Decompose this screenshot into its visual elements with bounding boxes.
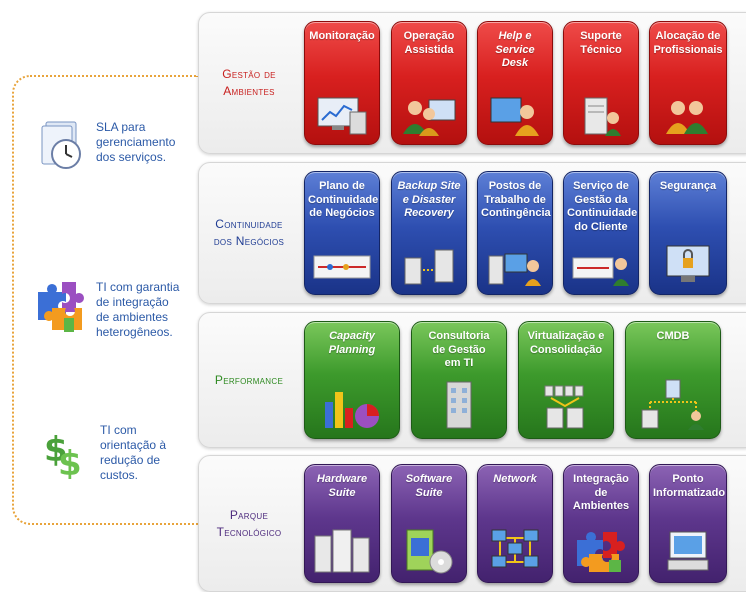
- card-hardware-suite[interactable]: Hardware Suite: [304, 464, 380, 583]
- service-bracket: [12, 75, 198, 525]
- card-title: Backup Site e Disaster Recovery: [397, 180, 461, 219]
- monitor-chart-icon: [317, 97, 367, 135]
- card-title: Ponto Informatizado: [653, 473, 726, 499]
- card-title: Operação Assistida: [403, 30, 455, 56]
- card-title: Suporte Técnico: [580, 30, 622, 56]
- card-title: Consultoria de Gestão em TI: [428, 330, 490, 369]
- svg-text:$: $: [44, 430, 68, 470]
- secure-monitor-icon: [666, 245, 710, 282]
- card-title: Network: [493, 473, 537, 485]
- card-title: Integração de Ambientes: [572, 473, 630, 512]
- side-text-sla: SLA para gerenciamento dos serviços.: [96, 120, 176, 164]
- card-cmdb[interactable]: CMDB: [625, 321, 721, 439]
- tier-label-line: Performance: [214, 372, 284, 387]
- card-group: Plano de Continuidade de Negócios Backup…: [304, 171, 746, 295]
- card-title: Software Suite: [405, 473, 453, 499]
- card-title: Capacity Planning: [328, 330, 376, 356]
- card-title: Serviço de Gestão da Continuidade do Cli…: [567, 180, 638, 233]
- card-title: Monitoração: [309, 30, 375, 42]
- puzzle-pieces-icon: [34, 278, 90, 341]
- server-backup-icon: [404, 249, 454, 285]
- tier-gestao-ambientes: Gestão de Ambientes Monitoração Operação…: [198, 12, 746, 154]
- card-monitoracao[interactable]: Monitoração: [304, 21, 380, 145]
- card-title: Segurança: [659, 180, 717, 192]
- clock-document-icon: [40, 120, 86, 177]
- card-ponto-informatizado[interactable]: Ponto Informatizado: [649, 464, 727, 583]
- tier-label-line: Gestão de: [222, 67, 276, 81]
- tier-label: Continuidade dos Negócios: [199, 163, 299, 303]
- network-computers-icon: [491, 529, 539, 568]
- dollar-signs-icon: $ $: [44, 427, 88, 484]
- card-suporte-tecnico[interactable]: Suporte Técnico: [563, 21, 639, 145]
- server-user-icon: [584, 97, 621, 136]
- software-box-icon: [406, 529, 453, 574]
- terminal-icon: [667, 531, 709, 571]
- tier-parque-tecnologico: Parque Tecnológico Hardware Suite Softwa…: [198, 455, 746, 592]
- card-help-service-desk[interactable]: Help e Service Desk: [477, 21, 553, 145]
- tier-label-line: Tecnológico: [216, 524, 282, 539]
- building-tower-icon: [446, 381, 472, 429]
- tier-performance: Performance Capacity Planning Consultori…: [198, 312, 746, 448]
- people-computer-icon: [403, 99, 456, 136]
- card-group: Monitoração Operação Assistida Help e Se…: [304, 21, 746, 145]
- tier-continuidade-negocios: Continuidade dos Negócios Plano de Conti…: [198, 162, 746, 304]
- card-title: Alocação de Profissionais: [653, 30, 723, 56]
- side-item-integration: TI com garantia de integração de ambient…: [38, 280, 200, 342]
- side-item-sla: SLA para gerenciamento dos serviços.: [40, 120, 200, 180]
- tier-label: Parque Tecnológico: [199, 456, 299, 591]
- server-rack-icon: [314, 529, 370, 573]
- card-backup-site[interactable]: Backup Site e Disaster Recovery: [391, 171, 467, 295]
- card-seguranca[interactable]: Segurança: [649, 171, 727, 295]
- people-group-icon: [666, 101, 708, 134]
- card-virtualizacao[interactable]: Virtualização e Consolidação: [518, 321, 614, 439]
- tier-label-line: Parque: [229, 507, 269, 522]
- card-network[interactable]: Network: [477, 464, 553, 583]
- database-network-icon: [641, 379, 704, 430]
- card-group: Hardware Suite Software Suite Network: [304, 464, 746, 583]
- puzzle-icon: [577, 532, 625, 572]
- side-text-integration: TI com garantia de integração de ambient…: [96, 280, 180, 339]
- card-postos-trabalho[interactable]: Postos de Trabalho de Contingência: [477, 171, 553, 295]
- card-software-suite[interactable]: Software Suite: [391, 464, 467, 583]
- timeline-user-icon: [572, 257, 629, 286]
- tier-label: Performance: [199, 313, 299, 447]
- svg-text:$: $: [58, 444, 82, 479]
- card-title: Hardware Suite: [316, 473, 368, 499]
- card-title: Postos de Trabalho de Contingência: [481, 180, 551, 219]
- card-title: Help e Service Desk: [495, 30, 535, 69]
- timeline-board-icon: [313, 255, 371, 279]
- side-text-costs: TI com orientação à redução de custos.: [100, 423, 167, 482]
- virtual-servers-icon: [544, 385, 584, 429]
- card-capacity-planning[interactable]: Capacity Planning: [304, 321, 400, 439]
- tier-label: Gestão de Ambientes: [199, 13, 299, 153]
- card-title: Virtualização e Consolidação: [527, 330, 605, 356]
- card-servico-gestao-continuidade[interactable]: Serviço de Gestão da Continuidade do Cli…: [563, 171, 639, 295]
- tier-label-line: Continuidade: [215, 217, 283, 231]
- card-alocacao-profissionais[interactable]: Alocação de Profissionais: [649, 21, 727, 145]
- tier-label-line: dos Negócios: [213, 234, 285, 248]
- card-plano-continuidade[interactable]: Plano de Continuidade de Negócios: [304, 171, 380, 295]
- card-integracao-ambientes[interactable]: Integração de Ambientes: [563, 464, 639, 583]
- card-title: CMDB: [656, 330, 690, 342]
- bar-pie-chart-icon: [325, 392, 379, 428]
- tier-label-line: Ambientes: [223, 84, 275, 98]
- card-title: Plano de Continuidade de Negócios: [308, 180, 379, 219]
- card-operacao-assistida[interactable]: Operação Assistida: [391, 21, 467, 145]
- side-item-costs: $ $ TI com orientação à redução de custo…: [40, 423, 200, 485]
- card-group: Capacity Planning Consultoria de Gestão …: [304, 321, 746, 439]
- card-consultoria-gestao[interactable]: Consultoria de Gestão em TI: [411, 321, 507, 439]
- workstation-user-icon: [488, 253, 541, 286]
- helpdesk-operator-icon: [490, 97, 539, 136]
